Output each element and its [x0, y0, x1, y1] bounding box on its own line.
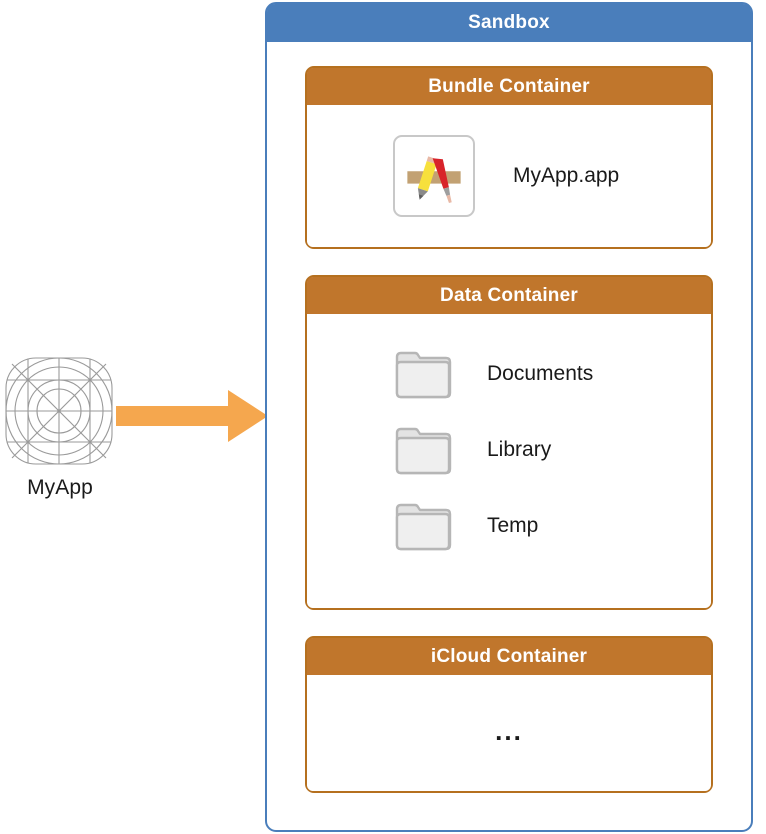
- list-item: Documents: [393, 336, 711, 412]
- bundle-container-title: Bundle Container: [307, 68, 711, 105]
- app-node-label: MyApp: [27, 476, 93, 499]
- icloud-container-body: ...: [307, 675, 711, 791]
- app-grid-template-icon: [5, 357, 113, 465]
- folder-label: Temp: [487, 514, 539, 537]
- sandbox-body: Bundle Container: [267, 42, 751, 793]
- bundle-container: Bundle Container: [305, 66, 713, 249]
- icloud-container-title: iCloud Container: [307, 638, 711, 675]
- bundle-app-label: MyApp.app: [513, 164, 620, 187]
- bundle-container-body: MyApp.app: [307, 105, 711, 247]
- folder-icon: [395, 427, 452, 475]
- icloud-container: iCloud Container ...: [305, 636, 713, 793]
- sandbox-title: Sandbox: [267, 4, 751, 42]
- folder-label: Library: [487, 438, 552, 461]
- list-item: Temp: [393, 488, 711, 564]
- icloud-placeholder: ...: [495, 716, 523, 746]
- xcode-app-icon: [393, 135, 475, 217]
- list-item: Library: [393, 412, 711, 488]
- data-container-body: Documents Library Temp: [307, 314, 711, 608]
- right-arrow-icon: [116, 390, 268, 442]
- app-node: MyApp: [4, 356, 116, 500]
- folder-icon: [395, 351, 452, 399]
- sandbox-container: Sandbox Bundle Container: [265, 2, 753, 832]
- folder-icon: [395, 503, 452, 551]
- folder-label: Documents: [487, 362, 594, 385]
- data-container-title: Data Container: [307, 277, 711, 314]
- data-container: Data Container Documents Library: [305, 275, 713, 610]
